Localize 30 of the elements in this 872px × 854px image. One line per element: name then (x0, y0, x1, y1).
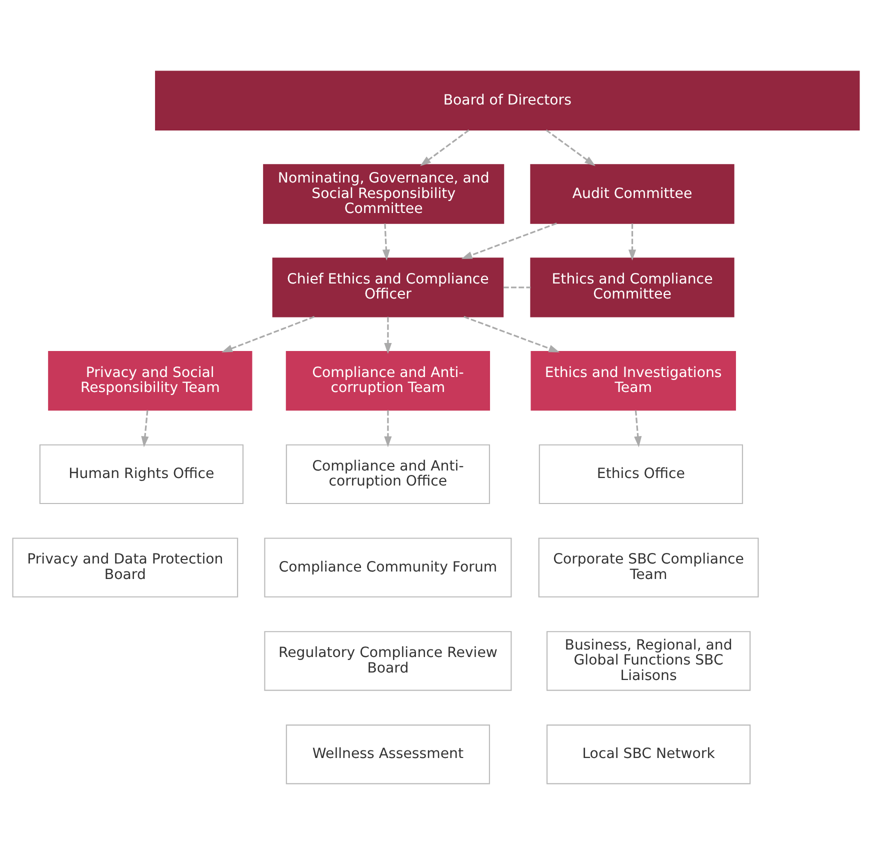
node-box: Ethics Office (538, 444, 744, 504)
arrow (461, 222, 557, 258)
connector (503, 286, 531, 288)
arrow (628, 223, 636, 260)
arrow (634, 410, 642, 447)
node-box: Privacy and Social Responsibility Team (48, 350, 252, 410)
node-box: Ethics and Investigations Team (530, 350, 736, 410)
node-box: Privacy and Data Protection Board (12, 537, 238, 597)
arrow (546, 128, 596, 166)
node-box: Compliance and Anti-corruption Team (286, 350, 490, 410)
node-box: Business, Regional, and Global Functions SBC Liaisons (546, 630, 751, 690)
arrow (382, 222, 390, 260)
arrow (222, 315, 315, 352)
node-box: Compliance Community Forum (264, 537, 512, 597)
node-box: Ethics and Compliance Committee (530, 257, 734, 317)
arrow (464, 315, 560, 352)
node-box: Human Rights Office (39, 444, 244, 504)
node-box: Nominating, Governance, and Social Responsibility Committee (263, 164, 504, 224)
node-box: Audit Committee (530, 164, 734, 224)
node-box: Compliance and Anti-corruption Office (286, 444, 490, 504)
node-box: Regulatory Compliance Review Board (264, 630, 512, 690)
arrow (141, 410, 149, 447)
arrow (384, 316, 392, 354)
arrow (384, 410, 392, 447)
node-box: Corporate SBC Compliance Team (538, 537, 759, 597)
node-box: Board of Directors (155, 70, 860, 130)
node-box: Local SBC Network (546, 724, 751, 784)
node-box: Chief Ethics and Compliance Officer (272, 257, 504, 317)
node-box: Wellness Assessment (286, 724, 490, 784)
arrow (420, 128, 470, 166)
